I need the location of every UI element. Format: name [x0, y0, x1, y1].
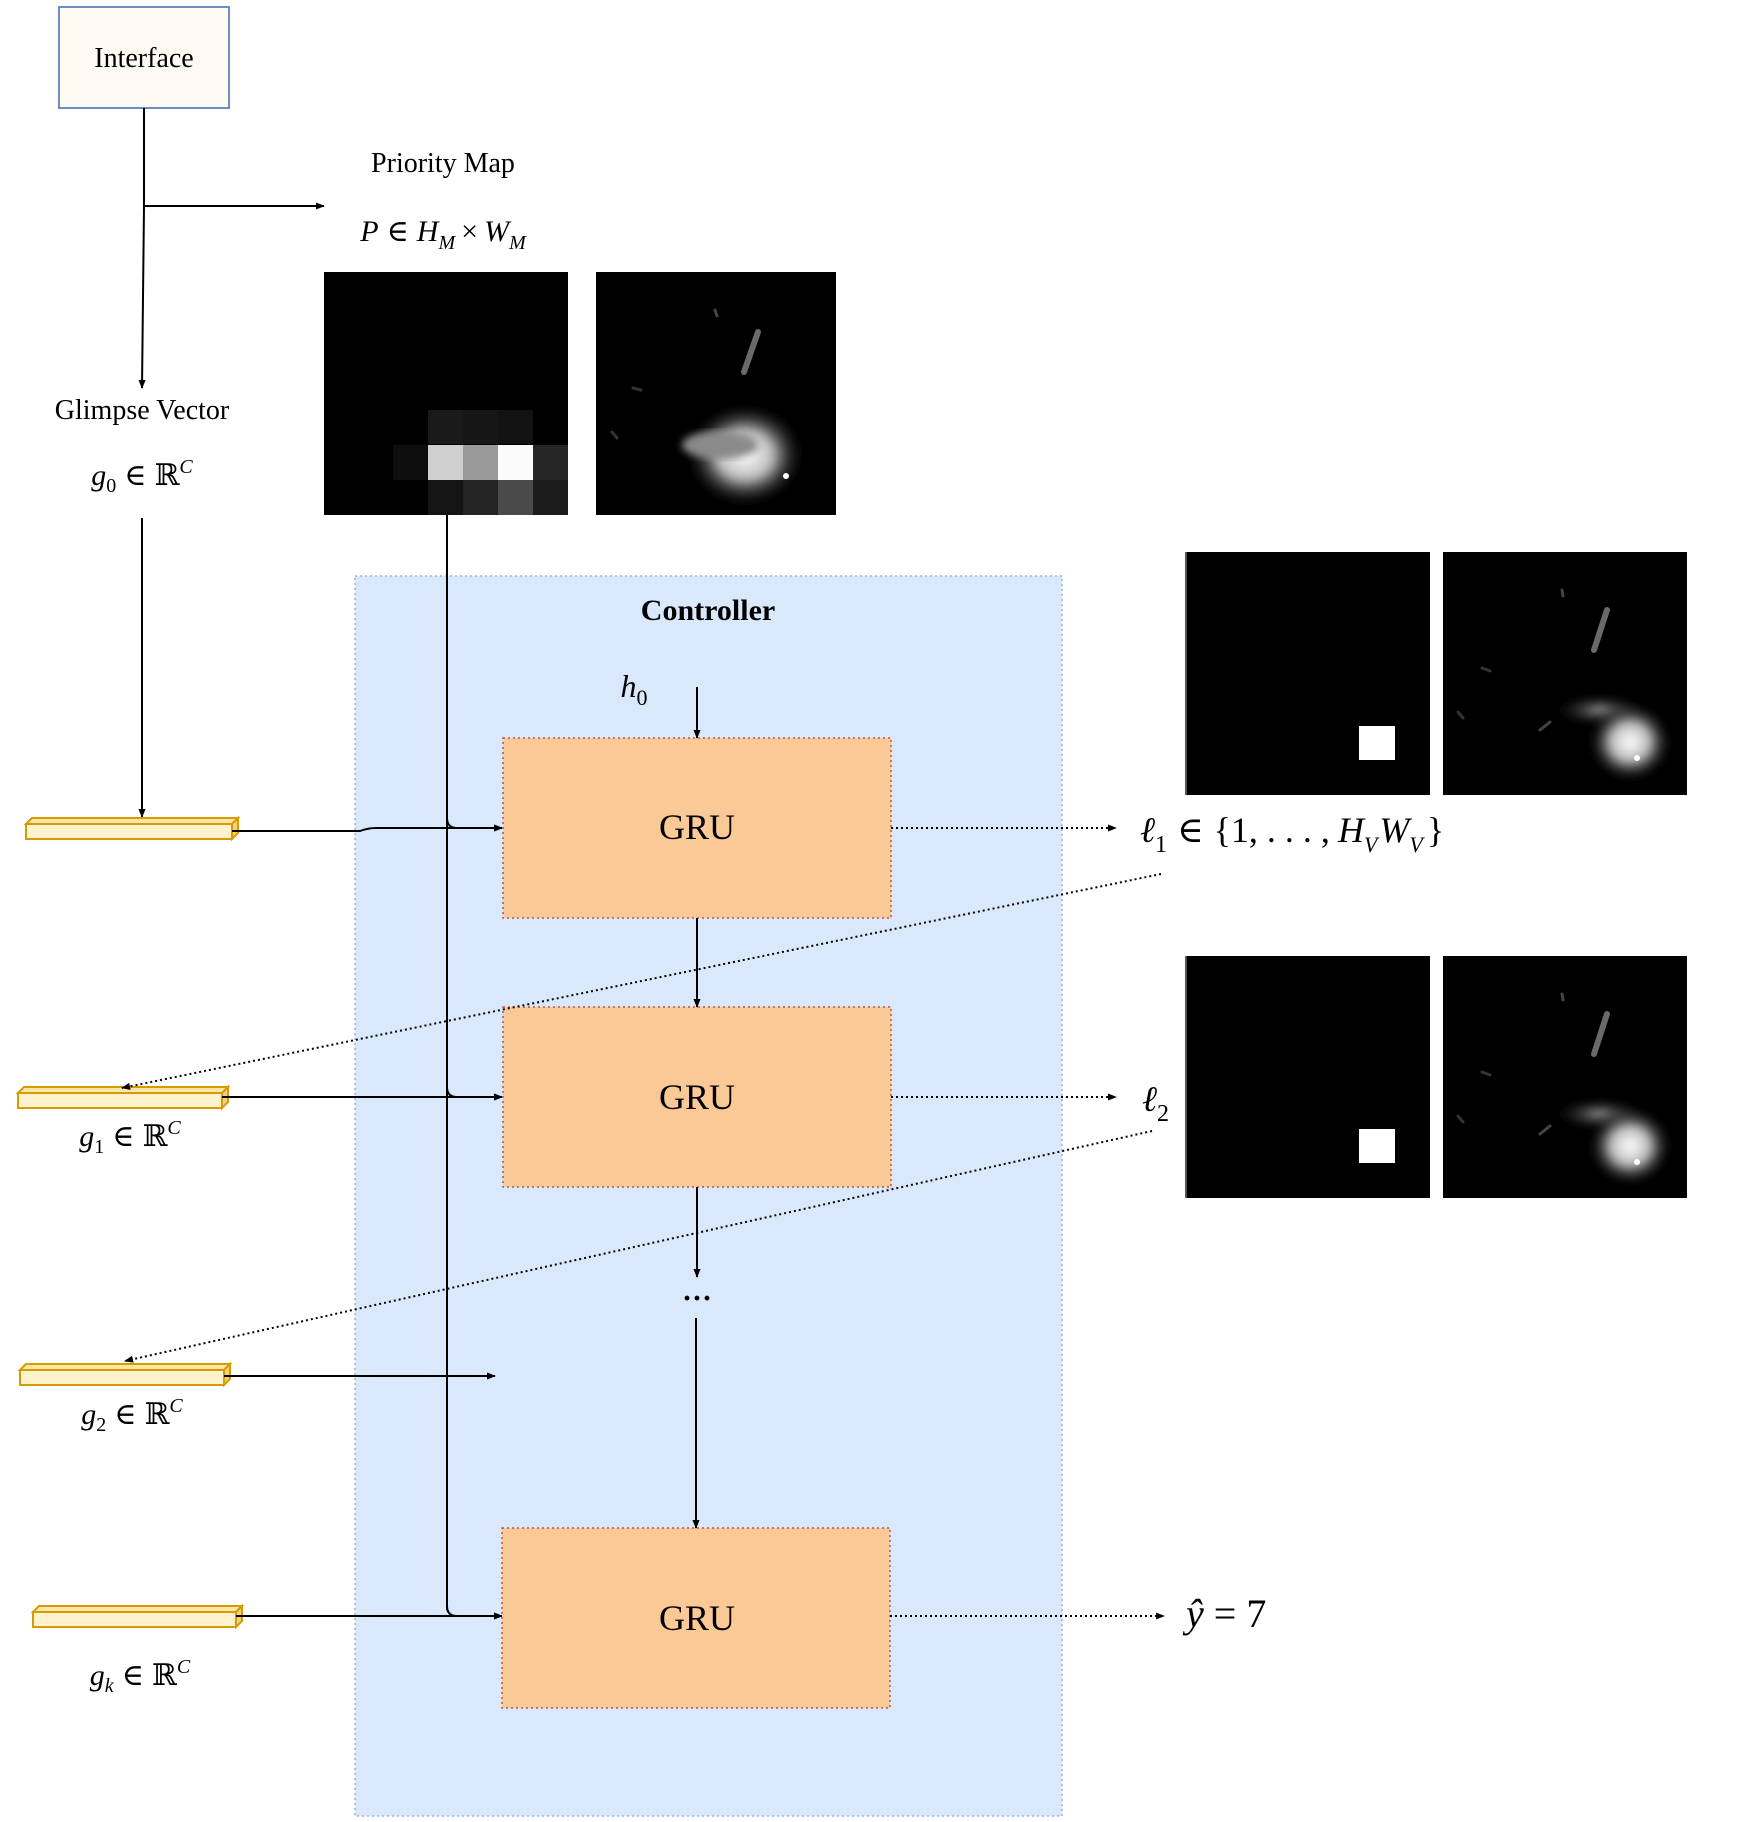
g2-formula: g2∈ℝC — [81, 1395, 183, 1436]
g0-formula: g0∈ℝC — [91, 456, 193, 497]
gru-label-1: GRU — [659, 807, 735, 847]
gru-box-k[interactable] — [501, 1527, 891, 1709]
g1-formula: g1∈ℝC — [79, 1117, 181, 1158]
h0-label: h0 — [621, 668, 648, 710]
ellipsis: ··· — [682, 1282, 712, 1315]
priority-map-formula: P∈HM×WM — [359, 215, 527, 254]
dotted-arrow-l1-to-g1 — [121, 873, 1162, 1090]
yhat-formula: ŷ= 7 — [1182, 1591, 1266, 1636]
gk-formula: gk∈ℝC — [90, 1656, 191, 1697]
l1-formula: ℓ1∈{1, . . . ,HVWV} — [1140, 810, 1444, 858]
controller-title: Controller — [641, 594, 775, 627]
glimpse-bar-2 — [17, 1361, 233, 1388]
gru-label-2: GRU — [659, 1077, 735, 1117]
glimpse-location-image-1 — [1185, 552, 1430, 795]
arrow-g0-to-gru1 — [232, 824, 503, 832]
interface-box[interactable] — [58, 6, 230, 109]
attended-image-2 — [1443, 956, 1687, 1198]
input-image — [596, 272, 836, 515]
glimpse-bar-k — [30, 1603, 245, 1630]
glimpse-bar-1 — [15, 1084, 231, 1111]
interface-label: Interface — [94, 43, 193, 74]
glimpse-vector-label: Glimpse Vector — [55, 395, 230, 426]
dotted-arrow-l2-to-g2 — [124, 1130, 1153, 1363]
glimpse-location-image-2 — [1185, 956, 1430, 1198]
l2-formula: ℓ2 — [1142, 1079, 1169, 1127]
priority-map-label: Priority Map — [371, 148, 515, 179]
glimpse-bar-0 — [23, 815, 241, 842]
arrow-to-glimpse-vector — [138, 205, 146, 389]
priority-map-image — [324, 272, 568, 515]
gru-box-1[interactable] — [502, 737, 892, 919]
gru-label-k: GRU — [659, 1598, 735, 1638]
attended-image-1 — [1443, 552, 1687, 795]
